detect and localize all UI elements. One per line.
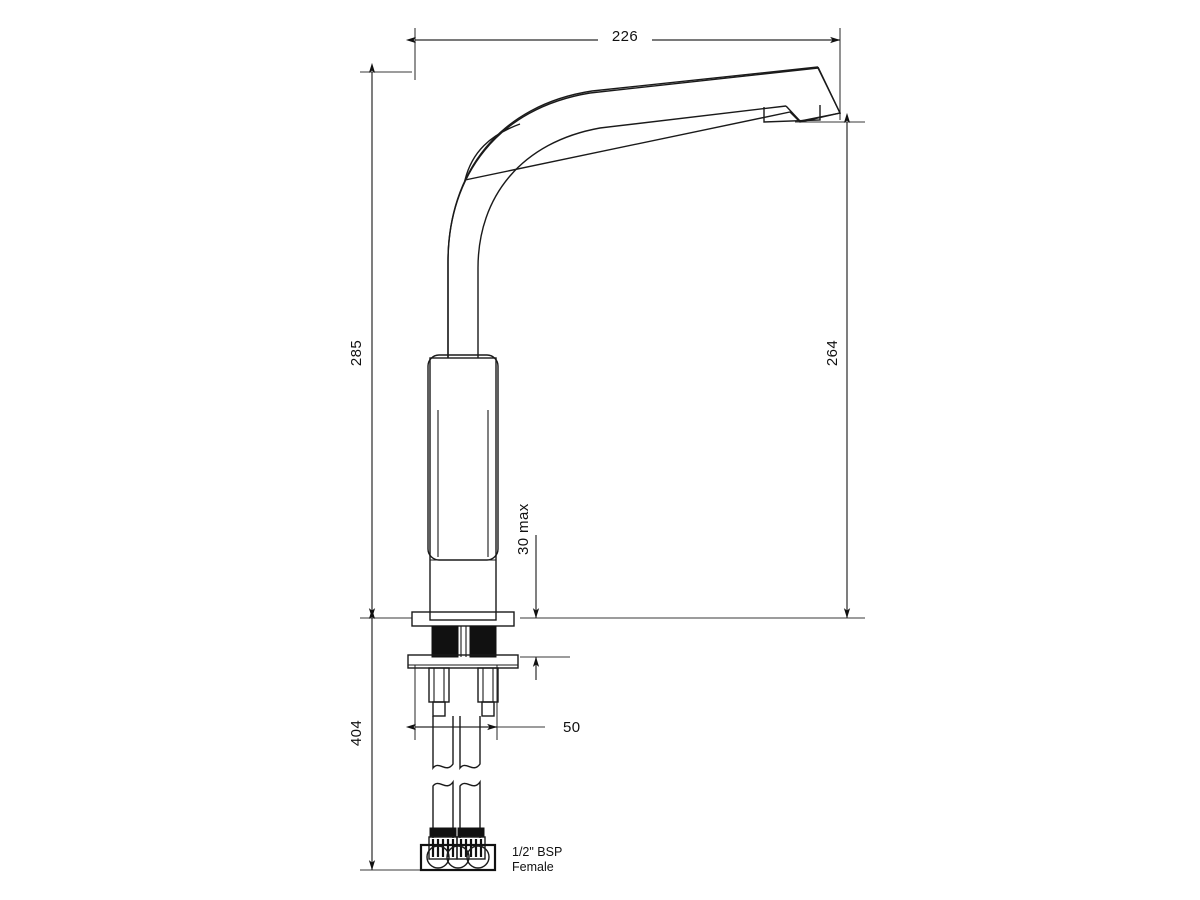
spout-tip-face xyxy=(785,66,842,122)
threaded-shank-left xyxy=(431,625,459,658)
dimension-bench-thickness-30max: 30 max xyxy=(515,503,570,680)
nut-thread-hatch-left xyxy=(431,839,455,857)
bsp-note-line-2: Female xyxy=(512,860,554,874)
dimension-tail-spacing-50: 50 xyxy=(405,665,581,740)
dim-label-226: 226 xyxy=(612,28,638,45)
dimension-reach-226: 226 xyxy=(405,26,841,120)
dim-label-50: 50 xyxy=(563,719,581,736)
dim-label-bg-264 xyxy=(826,330,846,376)
tail-sleeve-left xyxy=(428,667,450,703)
clamp-washer-plate xyxy=(407,654,519,669)
dimension-spout-height-264: 264 xyxy=(540,112,865,619)
faucet-body-geometry xyxy=(407,66,842,872)
inlet-port-3 xyxy=(466,845,490,869)
dimension-below-bench-404: 404 xyxy=(348,608,425,871)
inlet-port-2 xyxy=(446,845,470,869)
inlet-base-block xyxy=(419,843,497,872)
supply-hose-left-upper xyxy=(432,716,454,771)
spout-top-edge xyxy=(447,66,819,358)
spout-bottom-edge xyxy=(477,105,787,358)
supply-hose-right-lower xyxy=(459,779,481,838)
aerator-outlet xyxy=(763,105,821,123)
tail-ferrule-right xyxy=(481,701,495,717)
dim-label-30max: 30 max xyxy=(515,503,532,555)
tail-sleeve-right xyxy=(477,667,499,703)
hose-crimp-left xyxy=(429,827,457,838)
inlet-port-1 xyxy=(426,845,450,869)
dim-label-285: 285 xyxy=(348,340,365,366)
dim-label-bg-226 xyxy=(598,26,652,44)
dim-label-264: 264 xyxy=(824,340,841,366)
annotation-bsp-note: 1/2" BSP Female xyxy=(512,845,562,874)
bench-escutcheon-plate xyxy=(411,611,515,627)
dimension-height-285: 285 xyxy=(348,62,412,619)
tail-ferrule-left xyxy=(432,701,446,717)
threaded-shank-right xyxy=(469,625,497,658)
dim-label-bg-404 xyxy=(350,710,370,756)
bsp-note-line-1: 1/2" BSP xyxy=(512,845,562,859)
dim-label-404: 404 xyxy=(348,720,365,746)
hose-crimp-right xyxy=(457,827,485,838)
supply-hose-right-upper xyxy=(459,716,481,771)
supply-hose-left-lower xyxy=(432,779,454,838)
column-body xyxy=(429,357,497,621)
spout-outer-profile xyxy=(447,67,842,358)
dim-label-bg-285 xyxy=(350,330,370,376)
